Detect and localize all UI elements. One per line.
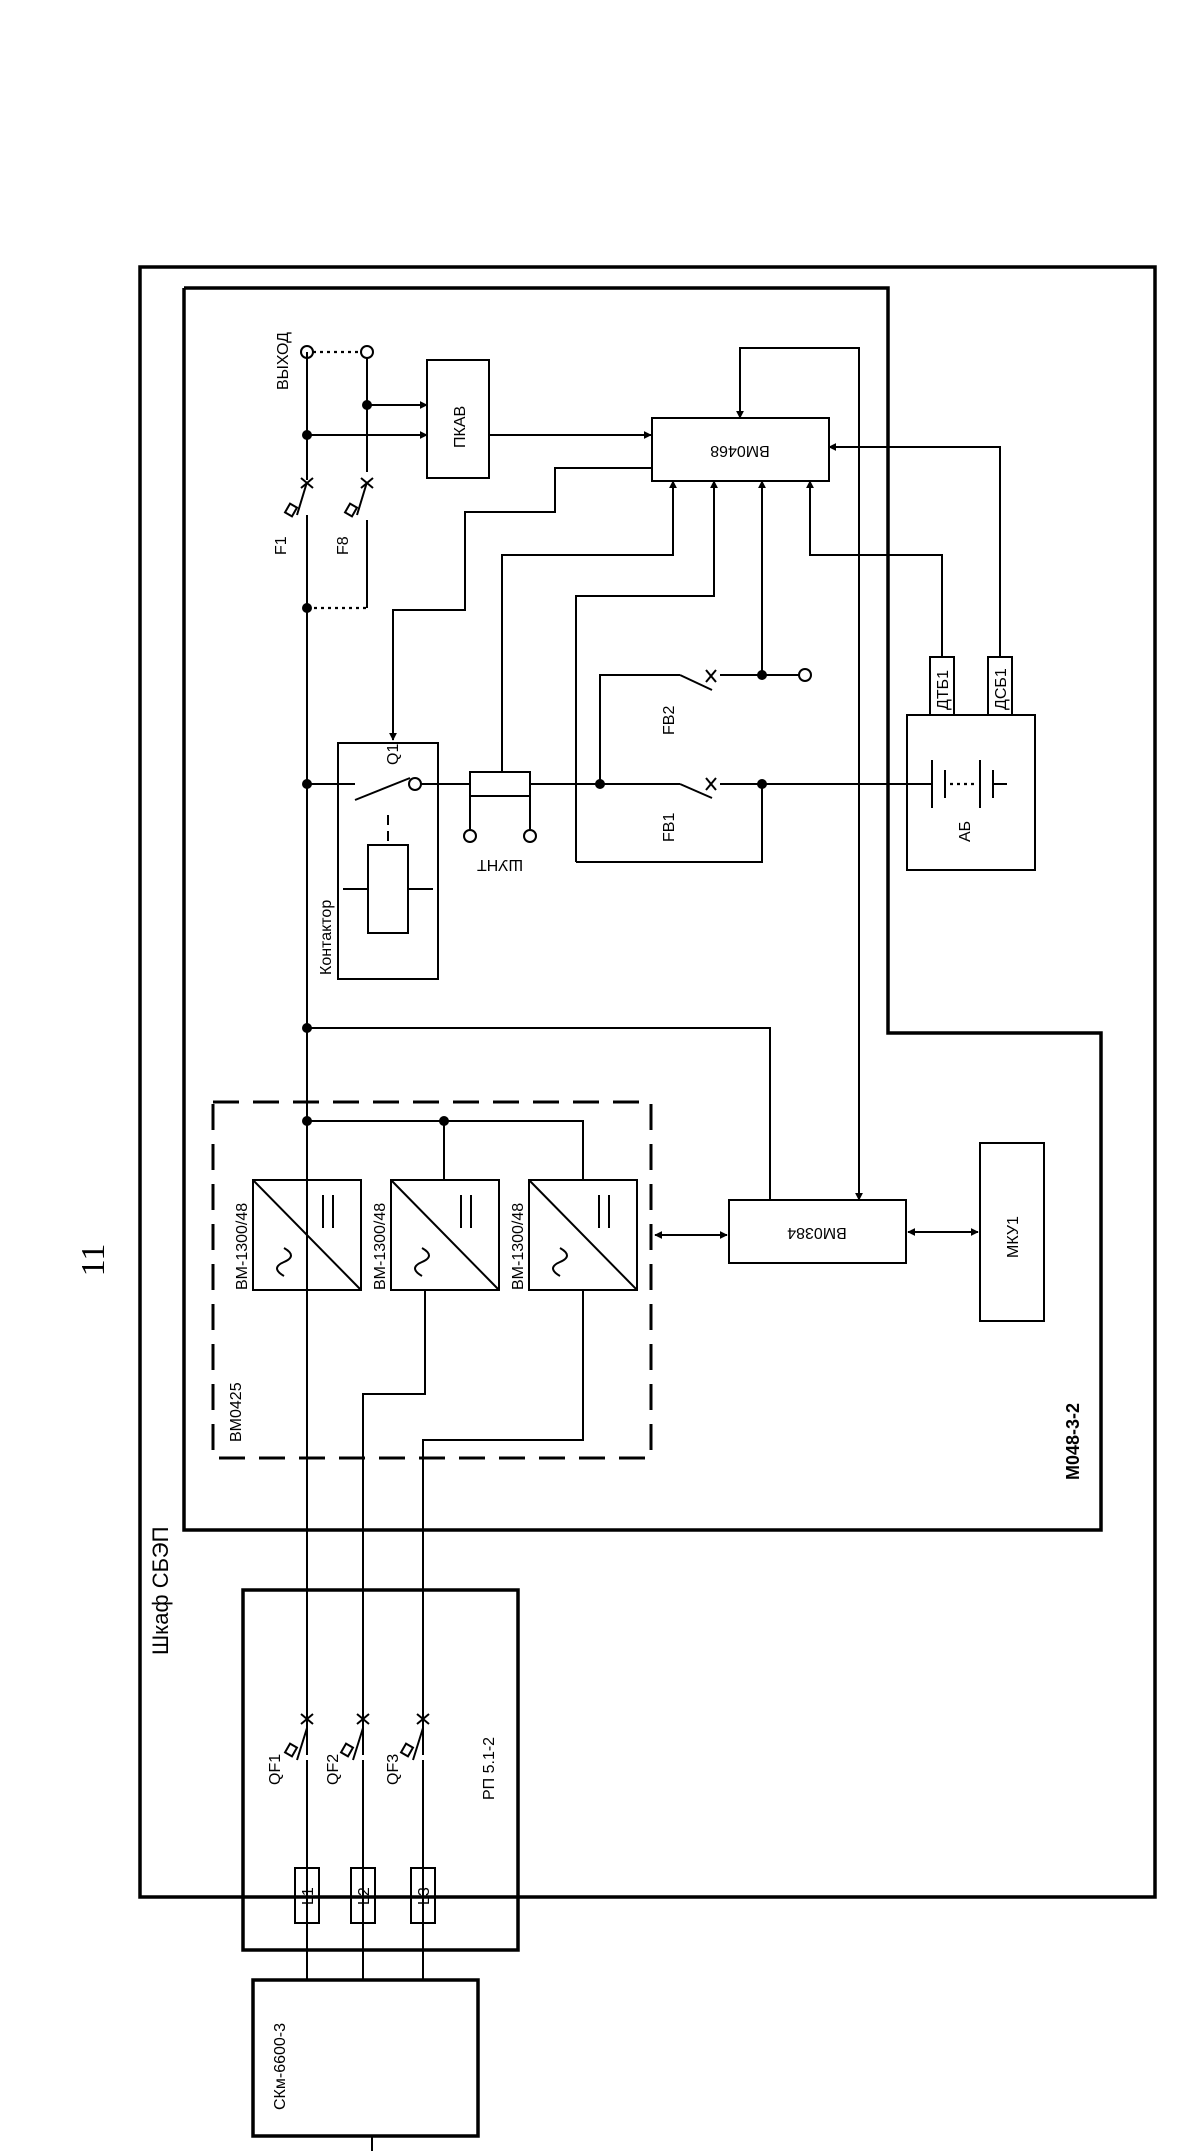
page-number: 11 [75,1244,112,1277]
q1-label: Q1 [385,744,402,765]
shunt [469,771,531,797]
phase-l2-label: L2 [356,1887,373,1905]
breaker-qf3 [399,1713,430,1761]
rectifier-group-frame [211,1100,653,1460]
panel-frame [241,1588,520,1952]
phase-l3-label: L3 [416,1887,433,1905]
controller-label: ВМ0468 [710,442,770,459]
panel-label: РП 5.1-2 [481,1737,498,1800]
rectifier-2-label: ВМ-1300/48 [372,1203,389,1290]
fuse-fb1-label: FB1 [661,813,678,842]
module-frame [182,286,1103,1532]
dtb-label: ДТБ1 [935,670,952,710]
rectifier-3-label: ВМ-1300/48 [510,1203,527,1290]
cabinet-label: Шкаф СБЭП [148,1527,173,1655]
contactor-label: Контактор [318,900,335,975]
dsb-sensor [987,656,1013,716]
terminal-l2 [350,1867,376,1924]
fuse-f1 [283,472,314,520]
terminal-l1 [294,1867,320,1924]
monitor-label: ВМ0384 [787,1224,847,1241]
fuse-f8-label: F8 [335,536,352,555]
rectifier-2 [390,1179,500,1291]
pkav-label: ПКАВ [452,406,469,448]
breaker-qf2-label: QF2 [325,1754,342,1785]
rectifier-group-label: ВМ0425 [228,1382,245,1442]
shunt-label: ШУНТ [477,856,523,873]
rectifier-3 [528,1179,638,1291]
breaker-qf3-label: QF3 [385,1754,402,1785]
fuse-fb2-label: FB2 [661,706,678,735]
mku-label: МКУ1 [1005,1216,1022,1258]
fuse-f1-label: F1 [273,536,290,555]
dsb-label: ДСБ1 [993,668,1010,710]
cabinet-frame [138,265,1157,1899]
breaker-qf1-label: QF1 [267,1754,284,1785]
dtb-sensor [929,656,955,716]
mku-box [979,1142,1045,1322]
rectifier-1 [252,1179,362,1291]
contactor-coil [367,844,409,934]
phase-l1-label: L1 [300,1887,317,1905]
rectifier-1-label: ВМ-1300/48 [234,1203,251,1290]
breaker-qf1 [283,1713,314,1761]
monitor-box [728,1199,907,1264]
breaker-qf2 [339,1713,370,1761]
contactor-box [337,742,439,980]
module-label: М048-3-2 [1063,1403,1083,1480]
source-box [251,1978,480,2138]
battery-label: АБ [957,821,974,842]
battery-box [906,714,1036,871]
source-label: СКм-6600-3 [272,2023,289,2110]
pkav-box [426,359,490,479]
output-label: ВЫХОД [275,332,292,390]
output-terminal-2 [360,345,374,359]
fuse-f8 [343,477,374,518]
terminal-l3 [410,1867,436,1924]
